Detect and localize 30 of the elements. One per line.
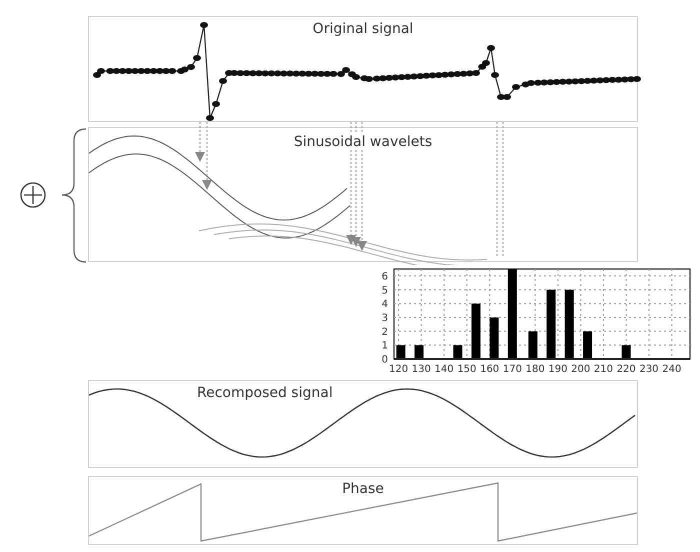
arrow xyxy=(346,122,356,245)
tick-label: 120 xyxy=(389,364,408,375)
tick-label: 210 xyxy=(594,364,614,375)
tick-label: 240 xyxy=(662,364,682,375)
tick-label: 190 xyxy=(548,364,568,375)
panel-title: Sinusoidal wavelets xyxy=(292,134,434,150)
tick-label: 6 xyxy=(382,271,388,282)
connector-line xyxy=(502,122,504,256)
tick-label: 140 xyxy=(434,364,454,375)
arrow xyxy=(202,122,212,190)
tick-label: 2 xyxy=(382,326,388,338)
tick-label: 160 xyxy=(480,364,500,375)
arrow xyxy=(357,122,367,251)
tick-label: 5 xyxy=(382,285,388,296)
tick-label: 0 xyxy=(382,354,388,366)
tick-label: 150 xyxy=(457,364,476,375)
tick-label: 1 xyxy=(382,340,388,352)
tick-label: 170 xyxy=(502,364,522,375)
tick-label: 130 xyxy=(412,364,431,375)
tick-label: 3 xyxy=(382,312,388,324)
tick-label: 4 xyxy=(382,299,388,310)
wavelet-panel xyxy=(88,127,638,262)
signal-panel xyxy=(88,380,638,468)
tick-label: 230 xyxy=(639,364,659,375)
connector-line xyxy=(496,122,498,256)
tick-label: 180 xyxy=(526,364,545,375)
tick-label: 220 xyxy=(616,364,636,375)
arrow xyxy=(351,122,361,247)
arrow xyxy=(195,122,205,162)
tick-label: 200 xyxy=(571,364,590,375)
